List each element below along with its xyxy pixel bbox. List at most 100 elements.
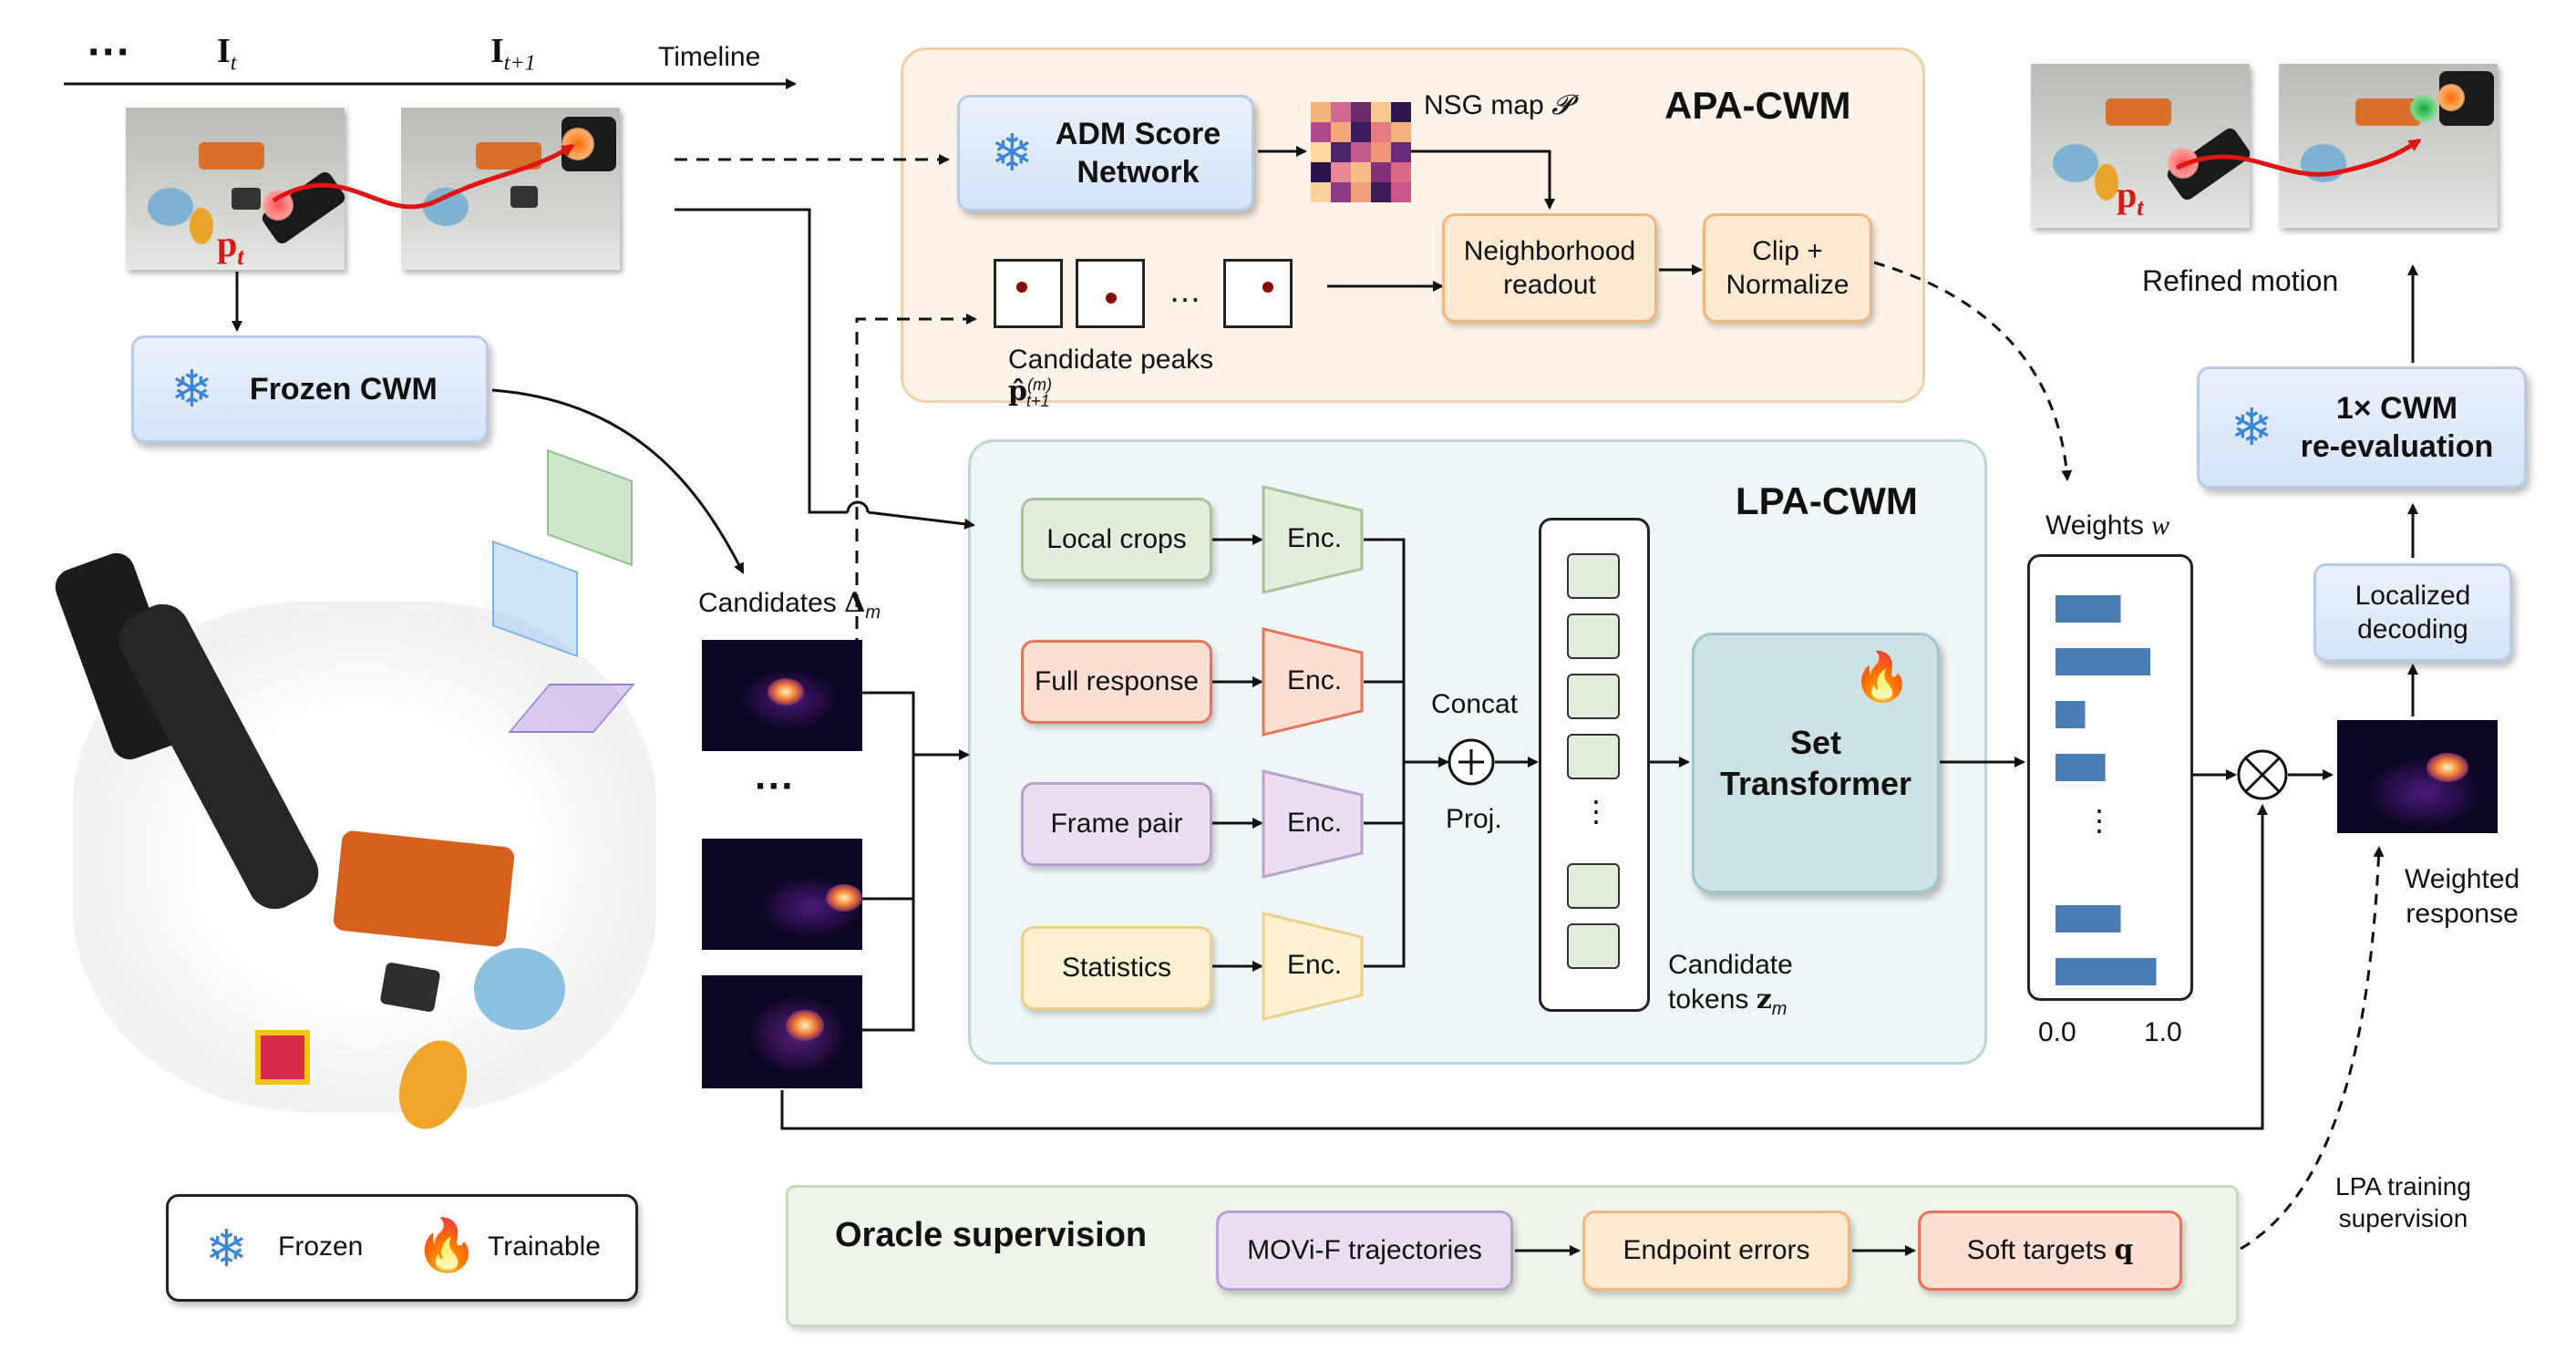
adm-line1: ADM Score: [1055, 116, 1221, 151]
candidate-heatmap-1: [702, 640, 862, 751]
reeval-line1: 1× CWM: [2335, 390, 2458, 426]
tokens-symbol: z: [1756, 983, 1772, 1015]
frame-t-letter: I: [217, 32, 231, 70]
weighted-response-heatmap: [2337, 720, 2498, 833]
point-pt-letter-left: p: [217, 223, 238, 264]
encoders: [1262, 485, 1364, 1021]
encoder-4: [1262, 912, 1364, 1021]
weights-bars: [2056, 595, 2157, 985]
point-pt-sub-right: t: [2137, 194, 2144, 221]
add-operator-icon: [1448, 738, 1495, 786]
input-full-response: Full response: [1021, 640, 1212, 724]
candidate-peaks-label: Candidate peaks p̂(m)t+1: [1008, 345, 1262, 411]
tokens-sub: m: [1771, 998, 1788, 1019]
proj-label: Proj.: [1446, 804, 1502, 834]
candidate-tokens-column: ⋮: [1539, 518, 1650, 1012]
encoder-label-4: Enc.: [1287, 950, 1343, 980]
token-5: [1567, 863, 1620, 909]
adm-score-network-box: ❄ ADM Score Network: [957, 95, 1254, 211]
localized-decoding-box: Localized decoding: [2313, 563, 2512, 662]
weights-vdots: ⋮: [2085, 804, 2114, 837]
peak-square-2: [1076, 259, 1145, 328]
robot-scene-illustration: [36, 438, 675, 1167]
refined-frame-t1-image: [2279, 64, 2498, 228]
set-line2: Transformer: [1719, 765, 1912, 802]
localized-line2: decoding: [2357, 614, 2468, 644]
multiply-operator-icon: [2237, 749, 2288, 800]
candidates-sub: m: [865, 603, 881, 623]
snowflake-icon: ❄: [170, 360, 213, 417]
peak-ellipsis: …: [1169, 272, 1201, 309]
encoder-label-2: Enc.: [1287, 665, 1343, 695]
reeval-label: 1× CWM re-evaluation: [2301, 389, 2494, 467]
candidate-peaks-sup: (m): [1026, 376, 1052, 394]
neighborhood-label: Neighborhood readout: [1464, 234, 1635, 303]
lpa-train-line1: LPA training: [2335, 1172, 2471, 1200]
localized-line1: Localized: [2354, 580, 2471, 611]
lpa-training-label: LPA training supervision: [2335, 1170, 2471, 1234]
neighborhood-line2: readout: [1503, 270, 1596, 300]
refined-motion-label: Refined motion: [2142, 264, 2339, 297]
frozen-cwm-box: ❄ Frozen CWM: [131, 335, 489, 443]
endpoint-errors-box: Endpoint errors: [1582, 1211, 1850, 1291]
weights-chart: ⋮: [2027, 554, 2193, 1001]
weighted-line1: Weighted: [2405, 864, 2520, 894]
weights-axis-min: 0.0: [2038, 1017, 2076, 1047]
candidates-symbol: Δ: [844, 587, 866, 619]
adm-line2: Network: [1077, 155, 1200, 190]
peak-square-1: [994, 259, 1063, 328]
legend-frozen-label: Frozen: [278, 1231, 364, 1262]
encoder-3: [1262, 769, 1364, 879]
weight-bar-1: [2056, 595, 2121, 623]
apa-cwm-title: APA-CWM: [1664, 84, 1851, 127]
candidates-text: Candidates: [698, 588, 837, 618]
token-2: [1567, 613, 1620, 659]
weighted-line2: response: [2406, 898, 2519, 929]
clip-line2: Normalize: [1726, 270, 1850, 300]
point-pt-sub-left: t: [237, 243, 244, 270]
candidates-ellipsis: ···: [755, 764, 795, 809]
point-pt-label-right: pt: [2117, 173, 2143, 222]
input-frame-pair: Frame pair: [1021, 782, 1212, 866]
movi-trajectories-box: MOVi-F trajectories: [1216, 1211, 1513, 1291]
token-4: [1567, 734, 1620, 779]
frame-t1-sub: t+1: [503, 51, 536, 76]
reeval-snowflake-icon: ❄: [2230, 398, 2273, 456]
frame-t1-image: [401, 108, 620, 270]
candidate-peaks-text: Candidate peaks: [1008, 345, 1214, 375]
adm-snowflake-icon: ❄: [990, 124, 1034, 181]
frozen-cwm-label: Frozen CWM: [249, 371, 438, 407]
cwm-reevaluation-box: ❄ 1× CWM re-evaluation: [2197, 366, 2527, 489]
weights-axis-max: 1.0: [2144, 1017, 2182, 1047]
reeval-line2: re-evaluation: [2300, 429, 2494, 464]
point-pt-letter-right: p: [2117, 174, 2138, 215]
peak-square-m: [1223, 259, 1293, 328]
weight-bar-2: [2056, 648, 2150, 675]
concat-label: Concat: [1431, 689, 1519, 719]
clip-line1: Clip +: [1752, 235, 1823, 266]
neighborhood-line1: Neighborhood: [1463, 235, 1636, 266]
token-1: [1567, 553, 1620, 599]
adm-label: ADM Score Network: [1056, 115, 1221, 192]
clip-normalize-box: Clip + Normalize: [1703, 213, 1872, 323]
weighted-response-label: Weighted response: [2405, 862, 2519, 931]
refined-frame-t-image: [2031, 64, 2250, 228]
candidate-peaks-sub: t+1: [1025, 392, 1050, 410]
candidate-tokens-label: Candidate tokens zm: [1668, 948, 1793, 1021]
localized-label: Localized decoding: [2355, 579, 2471, 647]
weight-bar-6: [2056, 958, 2157, 985]
frame-t1-label: It+1: [490, 31, 536, 77]
encoder-label-1: Enc.: [1287, 523, 1343, 553]
encoder-2: [1262, 627, 1364, 737]
legend-snowflake-icon: ❄: [205, 1220, 248, 1277]
nsg-map-text: NSG map: [1424, 90, 1544, 120]
legend-box: ❄ Frozen 🔥 Trainable: [166, 1194, 638, 1302]
frame-t-sub: t: [230, 51, 237, 76]
clip-label: Clip + Normalize: [1726, 234, 1849, 303]
weight-bar-3: [2056, 701, 2086, 728]
nsg-map-image: [1311, 102, 1411, 202]
set-transformer-flame-icon: 🔥: [1852, 651, 1911, 704]
encoder-label-3: Enc.: [1287, 808, 1343, 838]
